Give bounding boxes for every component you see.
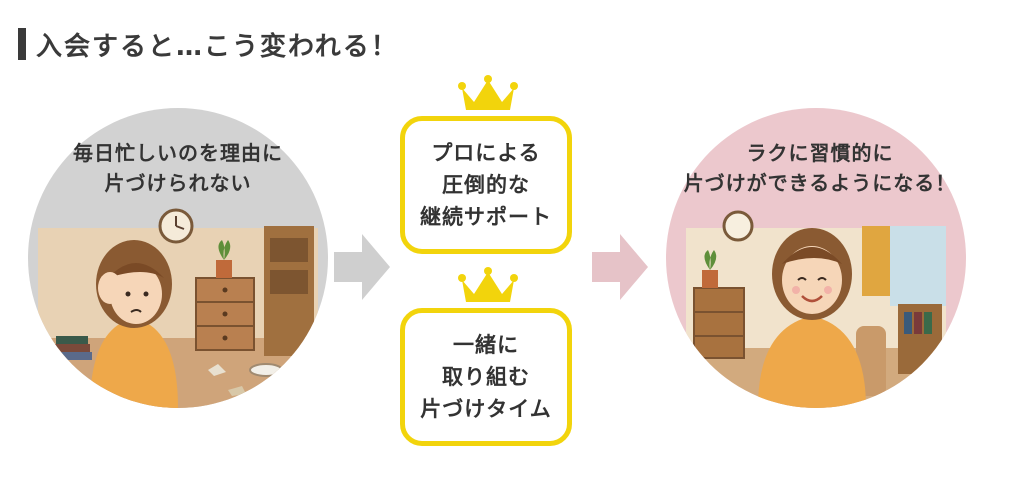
benefit-line: 一緒に	[453, 333, 519, 357]
before-caption-line: 毎日忙しいのを理由に	[73, 141, 283, 165]
before-illustration	[38, 208, 318, 408]
before-scene	[28, 108, 328, 408]
heading-text: 入会すると…こう変われる！	[36, 31, 399, 62]
crown-icon	[458, 75, 518, 110]
after-scene	[666, 108, 966, 408]
after-illustration	[686, 210, 946, 408]
after-caption-line: 片づけができるようになる！	[683, 171, 957, 195]
benefit-line: 継続サポート	[420, 205, 552, 229]
benefit-line: 圧倒的な	[442, 173, 530, 197]
arrow-right-icon	[592, 234, 648, 300]
crown-icon	[458, 267, 518, 302]
before-caption-line: 片づけられない	[104, 171, 252, 195]
heading-bar	[18, 28, 26, 60]
benefit-line: 片づけタイム	[420, 397, 552, 421]
after-caption: ラクに習慣的に 片づけができるようになる！	[630, 138, 1010, 198]
benefit-box-support: プロによる 圧倒的な 継続サポート	[400, 116, 572, 254]
benefit-box-time: 一緒に 取り組む 片づけタイム	[400, 308, 572, 446]
after-caption-line: ラクに習慣的に	[746, 141, 894, 165]
benefit-line: プロによる	[431, 141, 541, 165]
benefit-line: 取り組む	[442, 365, 530, 389]
before-caption: 毎日忙しいのを理由に 片づけられない	[10, 138, 346, 198]
section-heading: 入会すると…こう変われる！	[18, 24, 399, 64]
arrow-right-icon	[334, 234, 390, 300]
